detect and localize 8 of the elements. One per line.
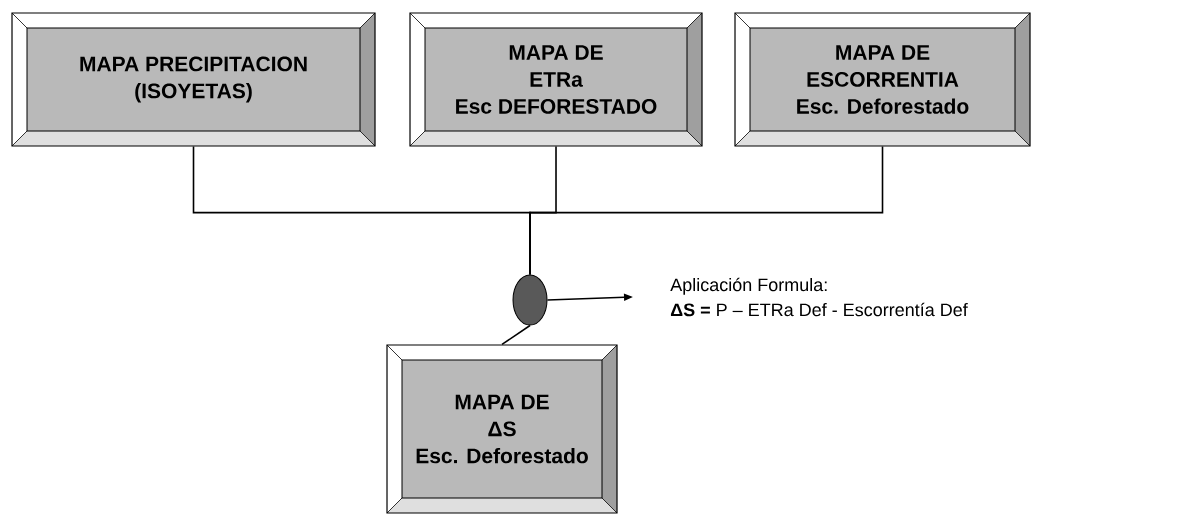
junction-ellipse <box>512 274 548 326</box>
formula-text: Aplicación Formula: ΔS = P – ETRa Def - Escorrentía Def <box>670 277 968 317</box>
map-box: MAPA DE ESCORRENTIA Esc. Deforestado <box>734 12 1031 147</box>
connector <box>501 324 531 346</box>
connector <box>529 145 884 276</box>
map-box: MAPA DE ΔS Esc. Deforestado <box>386 344 618 514</box>
map-box: MAPA DE ETRa Esc DEFORESTADO <box>409 12 703 147</box>
map-box: MAPA PRECIPITACION (ISOYETAS) <box>11 12 376 147</box>
